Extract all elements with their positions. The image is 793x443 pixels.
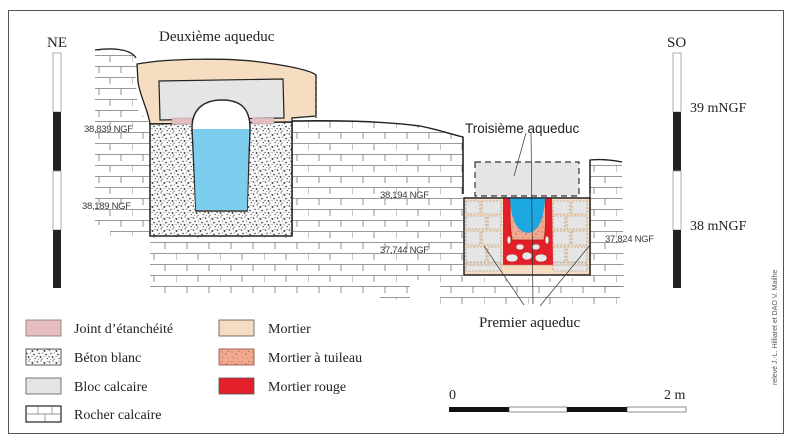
- legend-swatch-rocher: [25, 405, 62, 423]
- legend-label-bloc: Bloc calcaire: [74, 380, 147, 395]
- legend-label-rocher: Rocher calcaire: [74, 408, 161, 423]
- legend-label-beton: Béton blanc: [74, 351, 141, 366]
- rock-left: [94, 48, 150, 237]
- legend-swatch-mortier: [218, 319, 255, 337]
- rock-right: [589, 158, 624, 290]
- elevation-37744: 37,744 NGF: [380, 245, 429, 256]
- vertical-scale-right: [672, 52, 682, 288]
- elevation-38839: 38,839 NGF: [84, 124, 133, 135]
- label-deuxieme-aqueduc: Deuxième aqueduc: [159, 29, 275, 45]
- scale-start: 0: [449, 388, 456, 403]
- leader-lines: [483, 132, 591, 307]
- legend-swatch-beton: [25, 348, 62, 366]
- scale-mark-38: 38 mNGF: [690, 219, 747, 234]
- credit-text: relevé J.-L. Hilliaret et DAO V. Mailhe: [772, 270, 779, 385]
- elevation-37824: 37,824 NGF: [605, 234, 654, 245]
- legend-label-rouge: Mortier rouge: [268, 380, 346, 395]
- legend-label-joint: Joint d’étanchéité: [74, 322, 173, 337]
- first-aqueduct: [463, 197, 591, 276]
- direction-ne: NE: [47, 35, 67, 51]
- legend-swatch-rouge: [218, 377, 255, 395]
- horizontal-scale-bar: [449, 406, 687, 413]
- elevation-38194: 38,194 NGF: [380, 190, 429, 201]
- legend-swatch-bloc: [25, 377, 62, 395]
- legend-label-tuileau: Mortier à tuileau: [268, 351, 362, 366]
- legend-swatch-tuileau: [218, 348, 255, 366]
- label-troisieme-aqueduc: Troisième aqueduc: [465, 121, 580, 136]
- joint-left: [171, 117, 193, 125]
- direction-so: SO: [667, 35, 686, 51]
- second-aqueduct: [136, 58, 317, 237]
- scale-mark-39: 39 mNGF: [690, 101, 747, 116]
- legend-label-mortier: Mortier: [268, 322, 311, 337]
- legend-swatches: [25, 319, 255, 423]
- scale-end: 2 m: [664, 388, 686, 403]
- third-aqueduct: [462, 137, 591, 197]
- joint-right: [251, 117, 275, 125]
- water-first: [510, 198, 545, 233]
- water-second: [193, 129, 249, 210]
- elevation-38189: 38,189 NGF: [82, 201, 131, 212]
- label-premier-aqueduc: Premier aqueduc: [479, 315, 581, 331]
- vertical-scale-left: [52, 52, 62, 288]
- rock-bottom: [440, 278, 620, 308]
- legend-swatch-joint: [25, 319, 62, 337]
- rock-middle: [150, 119, 464, 301]
